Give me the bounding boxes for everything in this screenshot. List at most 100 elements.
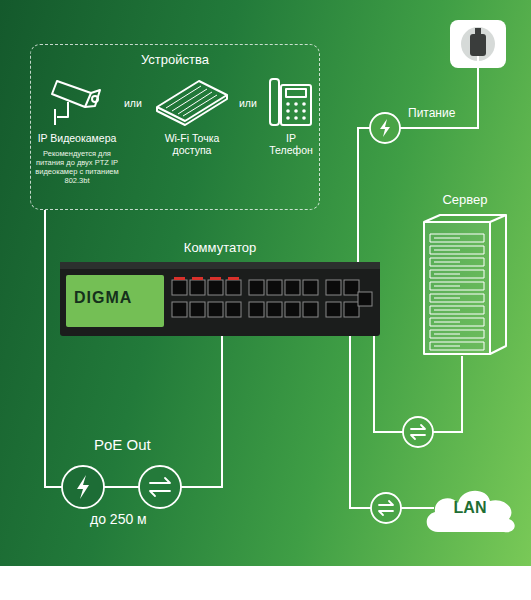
drawing-part: [430, 306, 484, 314]
note-label: до 250 м: [90, 511, 147, 527]
drawing-part: [303, 280, 318, 295]
node-illustration: [446, 18, 510, 76]
brand-name: DIGMA: [74, 289, 132, 307]
drawing-part: [285, 302, 300, 317]
drawing-part: [267, 302, 282, 317]
drawing-part: [172, 302, 187, 317]
drawing-part: [249, 302, 264, 317]
drawing-part: [477, 56, 479, 76]
drawing-part: [370, 113, 400, 143]
power-socket: Питание: [446, 18, 510, 76]
drawing-part: [490, 215, 506, 354]
drawing-part: [157, 81, 227, 121]
drawing-part: [294, 116, 298, 120]
access-point-device-icon: [151, 73, 233, 129]
drawing-part: [192, 277, 203, 280]
drawing-part: [286, 102, 290, 106]
drawing-part: [326, 302, 341, 317]
drawing-part: [424, 215, 506, 222]
drawing-part: [139, 466, 181, 508]
note-label: или: [124, 97, 142, 109]
cable-connector: [350, 336, 434, 508]
drawing-part: [358, 292, 372, 306]
drawing-part: [411, 425, 425, 429]
drawing-part: [228, 277, 239, 280]
network-switch: КоммутаторDIGMA: [60, 262, 380, 336]
drawing-part: [286, 89, 306, 97]
device-name: IP Видеокамера: [35, 132, 119, 144]
drawing-part: [371, 493, 401, 523]
drawing-part: [281, 85, 311, 125]
drawing-part: [270, 79, 279, 125]
lan-cloud: LAN: [420, 482, 520, 536]
drawing-part: [430, 246, 484, 254]
drawing-part: [208, 280, 223, 295]
drawing-part: [226, 280, 241, 295]
network-label: LAN: [420, 499, 520, 517]
node-illustration: [420, 214, 510, 356]
drawing-part: [157, 95, 227, 125]
drawing-part: [434, 346, 460, 347]
drawing-part: [434, 262, 460, 263]
drawing-part: [380, 119, 390, 137]
phone-device-icon: [266, 73, 316, 129]
drawing-part: [190, 302, 205, 317]
power-label: Питание: [408, 106, 455, 120]
drawing-part: [344, 280, 359, 295]
drawing-part: [403, 417, 433, 447]
drawing-part: [85, 90, 100, 107]
drawing-part: [57, 102, 68, 117]
drawing-part: [52, 81, 91, 107]
drawing-part: [172, 89, 207, 111]
drawing-part: [183, 95, 217, 116]
drawing-part: [208, 302, 223, 317]
drawing-part: [303, 302, 318, 317]
drawing-part: [430, 342, 484, 350]
drawing-part: [434, 298, 460, 299]
drawing-part: [62, 466, 104, 508]
drawing-part: [430, 270, 484, 278]
drawing-part: [424, 222, 490, 354]
device-icon: [263, 73, 319, 129]
server-rack: Сервер: [420, 214, 510, 356]
drawing-part: [150, 478, 170, 483]
drawing-part: [379, 501, 393, 505]
drawing-part: [326, 280, 341, 295]
exchange-icon: [150, 425, 425, 515]
drawing-part: [430, 258, 484, 266]
server-rack-icon: [420, 214, 510, 356]
drawing-part: [379, 511, 393, 515]
drawing-part: [190, 280, 205, 295]
drawing-part: [344, 302, 359, 317]
drawing-part: [92, 96, 98, 102]
drawing-part: [470, 34, 486, 56]
server-label: Сервер: [410, 192, 520, 207]
drawing-part: [461, 27, 495, 61]
drawing-part: [60, 262, 380, 269]
drawing-part: [430, 318, 484, 326]
power-socket-icon: [446, 18, 510, 76]
drawing-part: [210, 277, 221, 280]
switch-label: Коммутатор: [60, 240, 380, 255]
drawing-part: [174, 277, 185, 280]
drawing-part: [434, 310, 460, 311]
access-point-device: Wi-Fi Точка доступа: [149, 73, 235, 156]
drawing-part: [294, 102, 298, 106]
drawing-part: [267, 280, 282, 295]
drawing-part: [54, 109, 56, 125]
drawing-part: [302, 116, 306, 120]
drawing-part: [302, 102, 306, 106]
drawing-part: [434, 250, 460, 251]
drawing-part: [150, 491, 170, 496]
device-name: Wi-Fi Точка доступа: [149, 132, 235, 156]
drawing-part: [430, 330, 484, 338]
drawing-part: [475, 28, 481, 36]
drawing-part: [285, 280, 300, 295]
drawing-part: [302, 109, 306, 113]
drawing-part: [434, 286, 460, 287]
drawing-part: [166, 86, 201, 108]
drawing-part: [77, 475, 89, 499]
device-icon: [149, 73, 235, 129]
drawing-part: [286, 109, 290, 113]
